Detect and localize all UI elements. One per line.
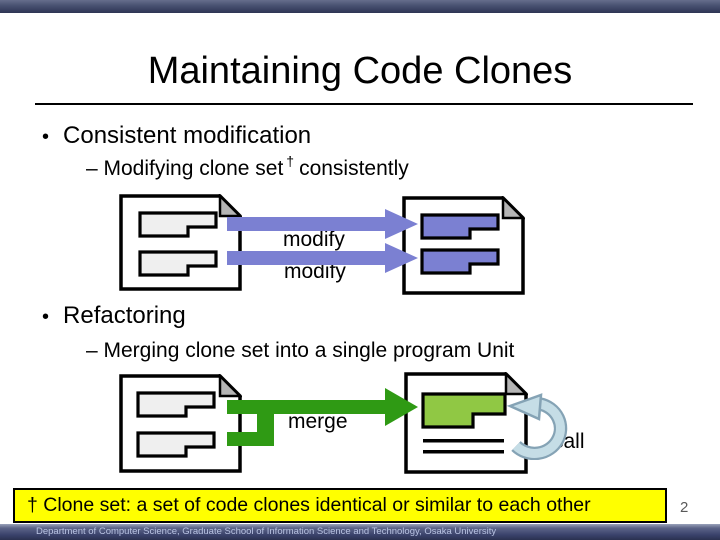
page-fold-icon [501, 196, 525, 220]
clone-fragment-green-merged [421, 392, 507, 429]
clone-fragment-gray-2 [136, 431, 216, 458]
sub-bullet-modifying-clone-set: – Modifying clone set † consistently [86, 153, 409, 181]
call-arrow-head [506, 393, 543, 421]
dagger-superscript: † [286, 153, 295, 169]
modify-arrows-icon [227, 209, 418, 273]
merge-arrow-shaft [227, 400, 385, 414]
footer-bar: Department of Computer Science, Graduate… [0, 524, 720, 540]
merge-arrow-icon [227, 388, 418, 446]
document-icon-clones-modified [402, 196, 525, 295]
clone-fragment-purple-2 [420, 248, 500, 275]
document-icon-merged-unit [404, 372, 528, 474]
clone-fragment-gray-1 [136, 391, 216, 418]
document-icon-clones-source-2 [119, 374, 242, 473]
call-loop-icon [506, 393, 568, 460]
code-line-1 [423, 439, 504, 443]
sub-bullet-text: – Merging clone set into a single progra… [86, 339, 515, 362]
merge-arrow-lower-stub [227, 432, 274, 446]
page-number: 2 [680, 499, 689, 516]
code-line-2 [423, 450, 504, 454]
merge-arrow-head [385, 388, 418, 426]
sub-bullet-merging-clone-set: – Merging clone set into a single progra… [86, 339, 514, 363]
merge-label: merge [288, 410, 348, 433]
bullet-dot: • [42, 306, 50, 328]
document-icon-clones-source-1 [119, 194, 242, 291]
footer-text: Department of Computer Science, Graduate… [36, 526, 497, 537]
title-divider [35, 103, 693, 105]
bullet-dot: • [42, 126, 50, 148]
page-fold-icon [504, 372, 528, 396]
bullet-heading: Consistent modification [63, 122, 312, 149]
clone-fragment-gray-2 [138, 250, 218, 277]
call-arc [512, 399, 565, 458]
slide-title: Maintaining Code Clones [147, 50, 573, 92]
footnote-box: † Clone set: a set of code clones identi… [13, 488, 667, 523]
clone-fragment-gray-1 [138, 211, 218, 238]
bullet-item-refactoring: • Refactoring [42, 302, 186, 332]
sub-bullet-text-suffix: consistently [299, 157, 409, 180]
page-fold-icon [218, 374, 242, 398]
arrow-right-icon-bottom [227, 243, 418, 273]
arrow-right-icon-top [227, 209, 418, 239]
footnote-text: † Clone set: a set of code clones identi… [27, 494, 591, 516]
bullet-heading: Refactoring [63, 302, 186, 329]
bullet-item-consistent-modification: • Consistent modification [42, 122, 311, 152]
modify-label-top: modify [283, 228, 345, 251]
sub-bullet-text: – Modifying clone set [86, 157, 284, 180]
page-fold-icon [218, 194, 242, 218]
top-border-bar [0, 0, 720, 13]
clone-fragment-purple-1 [420, 213, 500, 240]
modify-label-bottom: modify [284, 260, 346, 283]
